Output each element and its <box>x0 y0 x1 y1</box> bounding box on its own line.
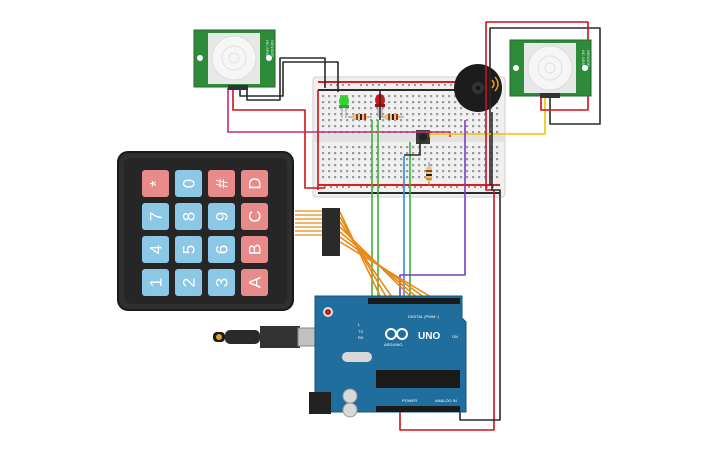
arduino-uno[interactable]: UNO ARDUINO DIGITAL (PWM~) ANALOG IN POW… <box>213 295 467 418</box>
keypad-keys: 1 4 7 * 2 5 8 0 3 6 9 # A B C D <box>142 170 268 296</box>
digital-header <box>368 298 460 304</box>
keypad-key-label: B <box>246 244 265 255</box>
arduino-brand: ARDUINO <box>384 342 402 347</box>
keypad-key-7[interactable]: 7 <box>142 203 169 230</box>
keypad-key-label: 3 <box>213 278 232 287</box>
keypad-key-3[interactable]: 3 <box>208 269 235 296</box>
resistor-1[interactable] <box>348 114 372 120</box>
keypad-key-label: # <box>213 178 232 188</box>
pir-sensor-left[interactable]: SENSOR HC-SR501 <box>193 29 276 90</box>
keypad-key-2[interactable]: 2 <box>175 269 202 296</box>
keypad-key-8[interactable]: 8 <box>175 203 202 230</box>
usb-cable <box>213 326 323 348</box>
keypad-key-A[interactable]: A <box>241 269 268 296</box>
green-led[interactable] <box>339 95 349 118</box>
keypad-key-label: 6 <box>213 245 232 254</box>
l-label: L <box>358 322 361 327</box>
pushbutton[interactable] <box>416 130 430 144</box>
pir-left-label-a: SENSOR <box>270 40 275 57</box>
keypad-key-label: 4 <box>147 245 166 254</box>
keypad-key-label: 8 <box>180 212 199 221</box>
keypad-key-label: C <box>246 210 265 222</box>
keypad-key-4[interactable]: 4 <box>142 236 169 263</box>
keypad-key-#[interactable]: # <box>208 170 235 197</box>
keypad-key-label: 7 <box>147 212 166 221</box>
keypad-key-label: 9 <box>213 212 232 221</box>
resistor-2[interactable] <box>380 114 404 120</box>
keypad-key-D[interactable]: D <box>241 170 268 197</box>
keypad-connector <box>322 208 340 256</box>
power-analog-header <box>376 406 460 412</box>
pir-right-label-a: SENSOR <box>586 50 591 67</box>
arduino-logo-icon <box>385 328 408 340</box>
keypad-key-6[interactable]: 6 <box>208 236 235 263</box>
power-label: POWER <box>402 398 417 403</box>
keypad-key-C[interactable]: C <box>241 203 268 230</box>
keypad-key-*[interactable]: * <box>142 170 169 197</box>
keypad-key-label: 1 <box>147 278 166 287</box>
keypad-key-1[interactable]: 1 <box>142 269 169 296</box>
keypad-key-0[interactable]: 0 <box>175 170 202 197</box>
digital-label: DIGITAL (PWM~) <box>408 314 440 319</box>
keypad-key-label: * <box>147 180 166 187</box>
keypad-key-label: 2 <box>180 278 199 287</box>
pir-left-label-b: HC-SR501 <box>265 40 270 60</box>
piezo-buzzer[interactable] <box>454 64 502 112</box>
on-label: ON <box>452 334 458 339</box>
pir-right-label-b: HC-SR501 <box>581 50 586 70</box>
membrane-keypad[interactable]: 1 4 7 * 2 5 8 0 3 6 9 # A B C D <box>117 151 294 311</box>
analog-label: ANALOG IN <box>435 398 457 403</box>
wires <box>227 21 601 431</box>
rx-label: RX <box>358 335 364 340</box>
keypad-key-label: A <box>246 276 265 288</box>
keypad-key-label: 5 <box>180 245 199 254</box>
keypad-key-label: D <box>246 177 265 189</box>
arduino-model: UNO <box>418 331 440 342</box>
keypad-key-5[interactable]: 5 <box>175 236 202 263</box>
keypad-key-B[interactable]: B <box>241 236 268 263</box>
keypad-key-9[interactable]: 9 <box>208 203 235 230</box>
tx-label: TX <box>358 329 363 334</box>
resistor-3[interactable] <box>426 162 432 186</box>
keypad-key-label: 0 <box>180 179 199 188</box>
pir-sensor-right[interactable]: SENSOR HC-SR501 <box>509 39 592 98</box>
